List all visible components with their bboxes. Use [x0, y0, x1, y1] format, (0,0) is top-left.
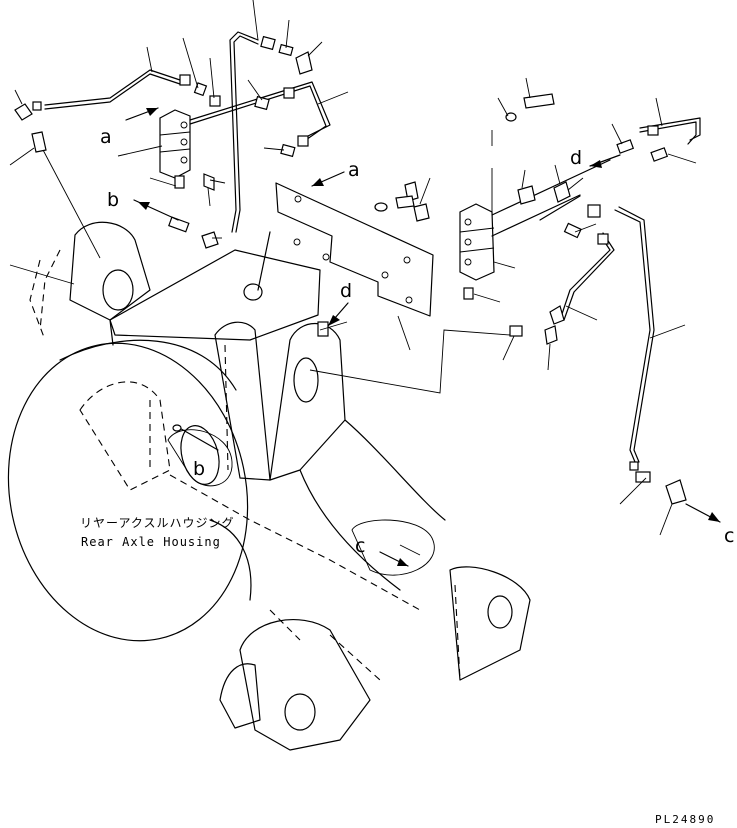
housing-caption-japanese: リヤーアクスルハウジング — [80, 516, 235, 530]
left-valve-block — [159, 109, 215, 191]
right-valve-block — [459, 203, 495, 300]
callout-d-right: d — [570, 147, 582, 169]
callout-a-plate: a — [348, 159, 360, 181]
callout-c-lower: c — [355, 535, 365, 557]
callout-labels: a b a d d b c c — [100, 126, 734, 557]
axle-frame — [39, 221, 531, 751]
mounting-plate — [257, 182, 434, 317]
leader-lines — [9, 0, 697, 536]
grease-tubes — [41, 31, 701, 463]
callout-d-middle: d — [340, 280, 352, 302]
callout-b-left: b — [107, 189, 119, 211]
drawing-code: PL24890 — [655, 813, 715, 826]
fittings — [14, 35, 687, 505]
callout-arrows — [125, 107, 721, 576]
callout-a-left: a — [100, 126, 112, 148]
callout-b-lower: b — [193, 458, 205, 480]
callout-c-right: c — [724, 525, 734, 547]
housing-caption-english: Rear Axle Housing — [81, 535, 221, 549]
